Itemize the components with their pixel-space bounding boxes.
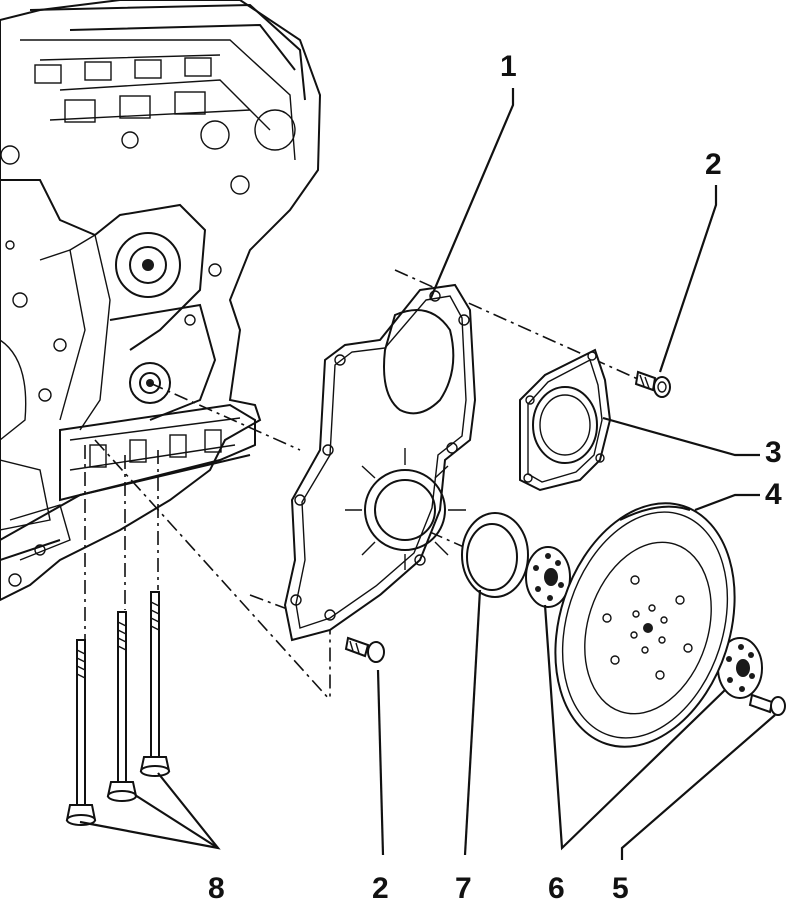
leader-6 <box>543 604 726 851</box>
shim-front <box>525 546 571 608</box>
leader-3 <box>602 416 760 457</box>
leader-5 <box>620 714 776 860</box>
callout-8: 8 <box>208 872 225 905</box>
gasket <box>519 348 612 492</box>
leader-7 <box>463 589 482 856</box>
engine-block <box>0 0 322 602</box>
leader-2-lower <box>376 669 385 856</box>
long-bolts <box>65 591 171 826</box>
flywheel-bolt <box>748 693 786 716</box>
flywheel-drive-plate <box>554 502 736 748</box>
callout-3: 3 <box>765 436 782 469</box>
leader-lines <box>79 88 776 860</box>
rear-cover-plate <box>283 283 477 642</box>
leader-8 <box>79 772 221 850</box>
callout-5: 5 <box>612 872 629 905</box>
callout-2-lower: 2 <box>372 872 389 905</box>
callout-2-upper: 2 <box>705 148 722 181</box>
bolt-upper <box>634 370 671 398</box>
callout-6: 6 <box>548 872 565 905</box>
leader-4 <box>694 493 760 512</box>
leader-1 <box>428 88 515 301</box>
callout-1: 1 <box>500 50 517 83</box>
leader-2-upper <box>658 185 718 373</box>
callout-7: 7 <box>455 872 472 905</box>
shim-rear <box>717 637 763 699</box>
shaft-seal <box>461 512 529 598</box>
bolt-lower <box>344 636 385 663</box>
callout-4: 4 <box>765 478 782 511</box>
